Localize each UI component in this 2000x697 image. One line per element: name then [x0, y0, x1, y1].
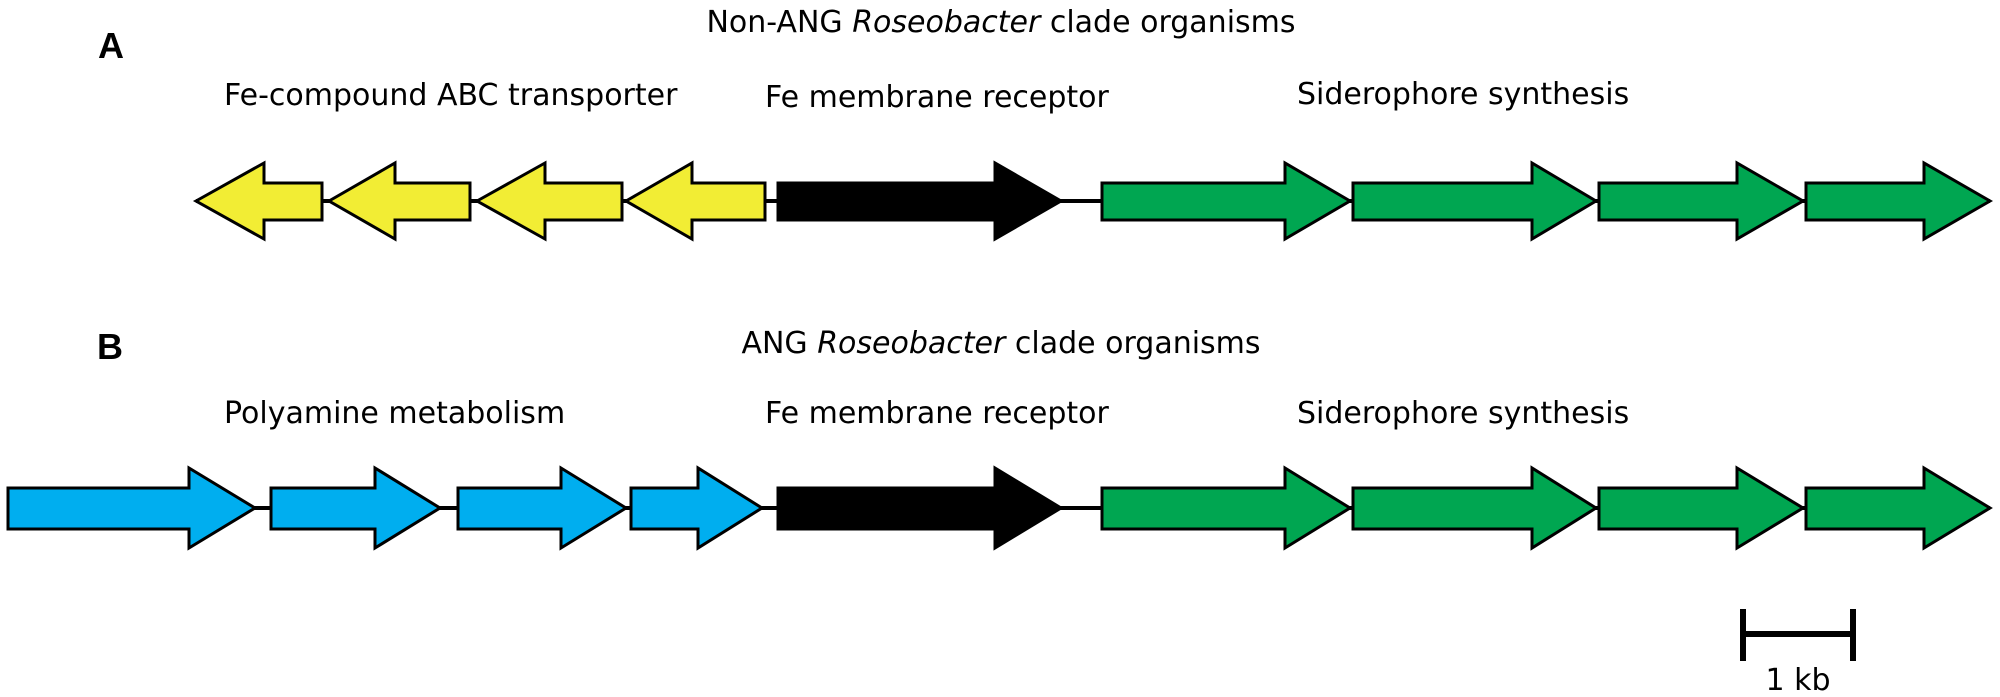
panel-a-group-receptor-label: Fe membrane receptor: [765, 80, 1110, 115]
panel-b-polyamine-gene-2: [269, 465, 443, 551]
panel-b-receptor-gene: [776, 465, 1064, 551]
panel-b-group-receptor-label: Fe membrane receptor: [765, 396, 1110, 431]
panel-a-label: A: [98, 25, 124, 66]
panel-b-siderophore-gene-3: [1597, 465, 1806, 551]
panel-a-transporter-gene-3: [473, 160, 624, 242]
panel-b-group-polyamine-label: Polyamine metabolism: [224, 396, 565, 431]
panel-a: A Non-ANG Roseobacter clade organisms Fe…: [98, 5, 1994, 242]
panel-a-siderophore-gene-3: [1597, 160, 1807, 242]
panel-b-siderophore-gene-1: [1100, 465, 1353, 551]
scale-bar: 1 kb: [1740, 609, 1856, 697]
panel-a-transporter-gene-2: [325, 160, 472, 242]
scale-bar-label: 1 kb: [1765, 663, 1830, 697]
panel-b-polyamine-gene-3: [456, 465, 629, 551]
panel-b-polyamine-gene-4: [629, 465, 765, 551]
panel-a-siderophore-gene-4: [1804, 160, 1994, 242]
panel-a-transporter-gene-4: [622, 160, 767, 242]
panel-b-group-siderophore-label: Siderophore synthesis: [1297, 396, 1629, 431]
panel-a-title: Non-ANG Roseobacter clade organisms: [706, 5, 1295, 40]
panel-b-title: ANG Roseobacter clade organisms: [741, 326, 1260, 361]
panel-a-receptor-gene: [776, 160, 1065, 242]
panel-a-group-siderophore-label: Siderophore synthesis: [1297, 77, 1629, 112]
panel-a-group-transporter-label: Fe-compound ABC transporter: [224, 78, 678, 113]
panel-b-siderophore-gene-4: [1804, 465, 1993, 551]
panel-b-siderophore-gene-2: [1351, 465, 1599, 551]
panel-b-label: B: [97, 326, 123, 367]
panel-b: B ANG Roseobacter clade organisms Polyam…: [6, 326, 1993, 551]
panel-b-polyamine-gene-1: [6, 465, 258, 551]
panel-a-transporter-gene-1: [192, 160, 324, 242]
panel-a-siderophore-gene-1: [1100, 160, 1353, 242]
panel-a-siderophore-gene-2: [1351, 160, 1599, 242]
